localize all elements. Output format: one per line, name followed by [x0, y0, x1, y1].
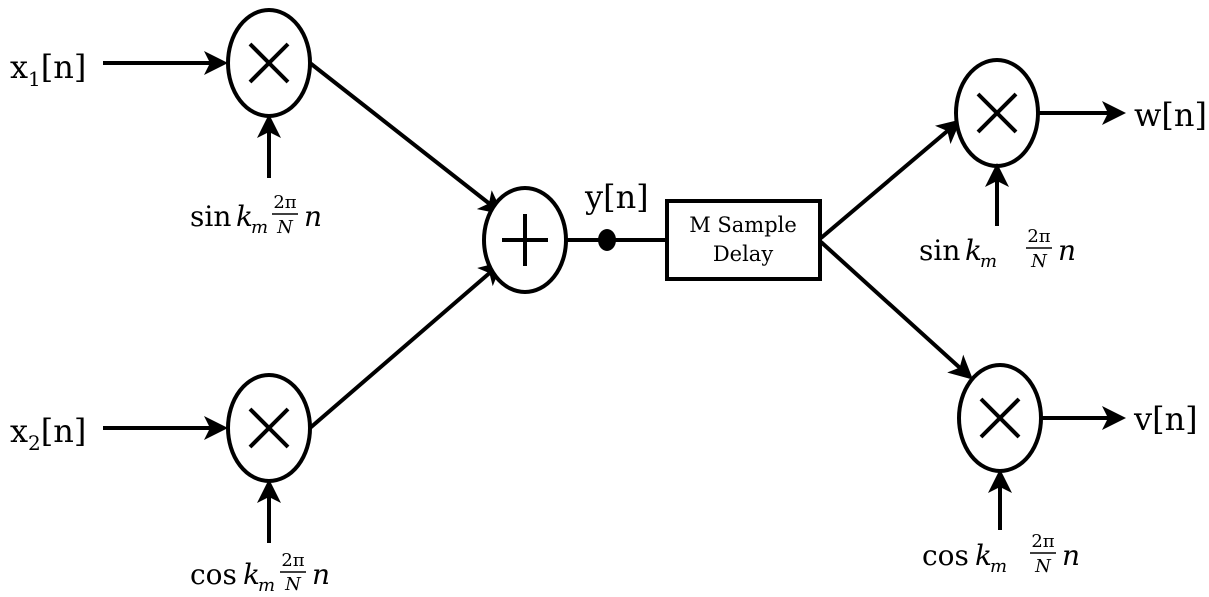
svg-text:k: k: [243, 558, 260, 591]
svg-text:2π: 2π: [273, 192, 296, 213]
svg-text:m: m: [251, 217, 268, 238]
svg-text:N: N: [276, 217, 294, 238]
delay-block-line1: M Sample: [689, 213, 797, 237]
svg-text:m: m: [980, 251, 997, 272]
carrier-cos-2-label: cos k m 2π N n: [922, 531, 1080, 577]
y-signal-label: y[n]: [584, 178, 649, 216]
delay-block-line2: Delay: [713, 242, 774, 266]
svg-text:2π: 2π: [1027, 226, 1050, 247]
svg-text:cos: cos: [190, 558, 237, 591]
svg-text:N: N: [1034, 556, 1052, 577]
input-x1-label: x1[n]: [10, 48, 86, 91]
y-node-dot: [598, 229, 616, 251]
svg-text:n: n: [1058, 234, 1076, 267]
multiplier-4: [957, 363, 1043, 473]
svg-text:2π: 2π: [281, 550, 304, 571]
svg-text:N: N: [1030, 251, 1048, 272]
multiplier-1: [226, 8, 312, 118]
adder: [482, 186, 568, 294]
delay-to-mult3-arrow: [819, 119, 962, 240]
svg-text:2π: 2π: [1031, 531, 1054, 552]
svg-text:N: N: [284, 574, 302, 595]
svg-text:sin: sin: [190, 200, 231, 233]
output-v-label: v[n]: [1133, 400, 1198, 438]
carrier-cos-1-label: cos k m 2π N n: [190, 550, 330, 596]
multiply-icon-stroke: [976, 92, 1018, 134]
multiplier-2: [226, 373, 312, 483]
mult1-to-adder-arrow: [308, 61, 504, 215]
svg-text:cos: cos: [922, 539, 969, 572]
svg-text:k: k: [965, 234, 982, 267]
multiply-icon-stroke: [248, 42, 290, 84]
svg-text:k: k: [975, 539, 992, 572]
svg-text:sin: sin: [919, 234, 960, 267]
svg-text:m: m: [990, 556, 1007, 577]
svg-text:n: n: [312, 558, 330, 591]
carrier-sin-2-label: sin k m 2π N n: [919, 226, 1076, 272]
output-w-label: w[n]: [1134, 96, 1207, 134]
svg-text:n: n: [304, 200, 322, 233]
delay-block: M Sample Delay: [665, 199, 822, 281]
delay-to-mult4-arrow: [819, 240, 973, 380]
svg-text:n: n: [1062, 539, 1080, 572]
input-x2-label: x2[n]: [10, 412, 86, 455]
svg-text:k: k: [236, 200, 253, 233]
multiplier-3: [954, 58, 1040, 168]
multiply-icon-stroke: [979, 397, 1021, 439]
mult2-to-adder-arrow: [308, 261, 504, 430]
delay-block-box: [665, 199, 822, 281]
svg-text:m: m: [258, 575, 275, 596]
multiply-icon-stroke: [248, 407, 290, 449]
carrier-sin-1-label: sin k m 2π N n: [190, 192, 322, 238]
